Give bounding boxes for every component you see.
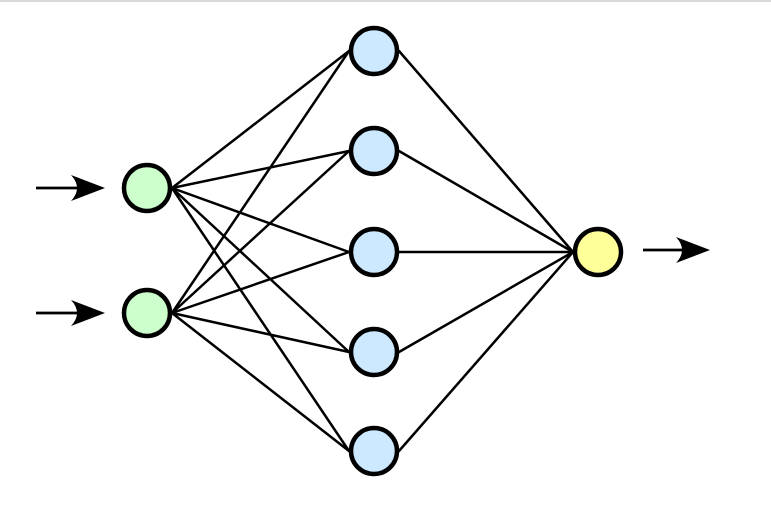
edge-hidden2-to-output1 bbox=[397, 149, 575, 254]
edge-input2-to-hidden3 bbox=[170, 250, 351, 315]
input-arrow-1 bbox=[36, 175, 105, 201]
output-layer bbox=[572, 226, 624, 278]
hidden-node-1 bbox=[348, 25, 400, 77]
input-arrow-2 bbox=[36, 300, 105, 326]
hidden-node-5 bbox=[348, 425, 400, 477]
input-node-1 bbox=[121, 162, 173, 214]
input-node-2 bbox=[121, 287, 173, 339]
output-arrow bbox=[643, 237, 710, 263]
hidden-layer bbox=[348, 25, 400, 477]
edge-hidden5-to-output1 bbox=[397, 250, 575, 453]
hidden-node-3 bbox=[348, 226, 400, 278]
edge-input1-to-hidden3 bbox=[170, 186, 351, 254]
edge-input1-to-hidden5 bbox=[170, 186, 351, 453]
output-node-1 bbox=[572, 226, 624, 278]
top-border-rule bbox=[0, 0, 771, 2]
edge-input2-to-hidden1 bbox=[170, 49, 351, 315]
edge-hidden4-to-output1 bbox=[397, 250, 575, 354]
input-arrow-2-head-icon bbox=[71, 300, 105, 326]
edge-input1-to-hidden4 bbox=[170, 186, 351, 354]
hidden-node-4 bbox=[348, 326, 400, 378]
edge-hidden1-to-output1 bbox=[397, 49, 575, 254]
edge-input2-to-hidden4 bbox=[170, 311, 351, 354]
edges-group bbox=[170, 49, 575, 453]
edge-input2-to-hidden5 bbox=[170, 311, 351, 453]
output-arrow-head-icon bbox=[676, 237, 710, 263]
input-layer bbox=[121, 162, 173, 339]
hidden-node-2 bbox=[348, 125, 400, 177]
input-arrow-1-head-icon bbox=[71, 175, 105, 201]
edge-input1-to-hidden1 bbox=[170, 49, 351, 190]
edge-input2-to-hidden2 bbox=[170, 149, 351, 315]
edge-input1-to-hidden2 bbox=[170, 149, 351, 190]
